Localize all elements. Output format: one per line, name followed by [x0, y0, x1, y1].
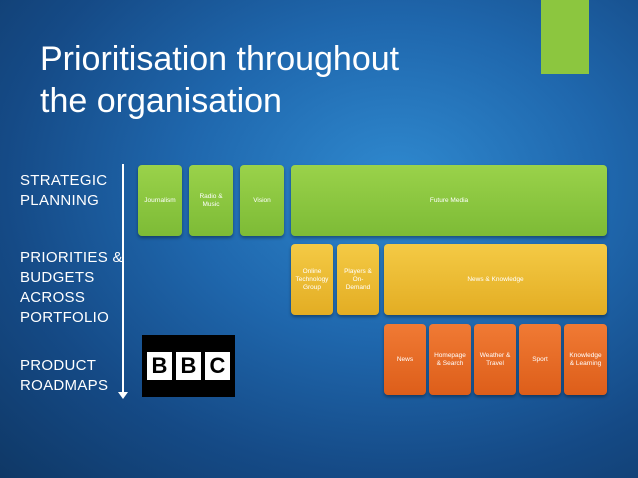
- level-label-strategic-planning: STRATEGIC PLANNING: [20, 171, 107, 211]
- box-label: Journalism: [144, 196, 176, 204]
- slide-title-line-1: Prioritisation throughout: [40, 40, 400, 78]
- box-online-technology-group: Online Technology Group: [291, 244, 333, 315]
- box-label: Homepage & Search: [434, 351, 466, 367]
- level-label-line: ACROSS: [20, 289, 86, 306]
- box-label: Future Media: [429, 196, 469, 204]
- bbc-logo: B B C: [142, 335, 235, 397]
- box-radio-music: Radio & Music: [189, 165, 233, 236]
- box-news: News: [384, 324, 426, 395]
- box-future-media: Future Media: [291, 165, 607, 236]
- box-players-on-demand: Players & On-Demand: [337, 244, 379, 315]
- hierarchy-axis-line: [122, 164, 124, 396]
- box-label: News: [396, 355, 414, 363]
- level-label-line: PLANNING: [20, 192, 100, 209]
- box-label: Players & On-Demand: [344, 267, 372, 291]
- box-label: Vision: [253, 196, 271, 204]
- level-label-line: PORTFOLIO: [20, 309, 110, 326]
- level-label-line: BUDGETS: [20, 269, 95, 286]
- slide-title: Prioritisation throughout the organisati…: [40, 38, 399, 122]
- hierarchy-axis-arrowhead: [118, 392, 128, 399]
- box-label: Sport: [532, 355, 548, 363]
- bbc-logo-letter: B: [176, 352, 201, 380]
- level-label-line: PRIORITIES &: [20, 249, 123, 266]
- accent-bar: [541, 0, 589, 74]
- level-label-product-roadmaps: PRODUCT ROADMAPS: [20, 356, 108, 396]
- box-sport: Sport: [519, 324, 561, 395]
- box-weather-travel: Weather & Travel: [474, 324, 516, 395]
- level-label-line: PRODUCT: [20, 357, 97, 374]
- bbc-logo-letter: B: [147, 352, 172, 380]
- box-label: Radio & Music: [199, 192, 223, 208]
- level-label-priorities-budgets: PRIORITIES & BUDGETS ACROSS PORTFOLIO: [20, 248, 123, 328]
- box-homepage-search: Homepage & Search: [429, 324, 471, 395]
- bbc-logo-letter: C: [205, 352, 230, 380]
- box-knowledge-learning: Knowledge & Learning: [564, 324, 607, 395]
- box-label: Knowledge & Learning: [569, 351, 602, 367]
- box-label: Online Technology Group: [295, 267, 329, 291]
- box-label: News & Knowledge: [467, 275, 524, 283]
- level-label-line: STRATEGIC: [20, 172, 108, 189]
- box-news-knowledge: News & Knowledge: [384, 244, 607, 315]
- box-journalism: Journalism: [138, 165, 182, 236]
- slide-title-line-2: the organisation: [40, 82, 282, 120]
- level-label-line: ROADMAPS: [20, 377, 109, 394]
- box-label: Weather & Travel: [479, 351, 511, 367]
- box-vision: Vision: [240, 165, 284, 236]
